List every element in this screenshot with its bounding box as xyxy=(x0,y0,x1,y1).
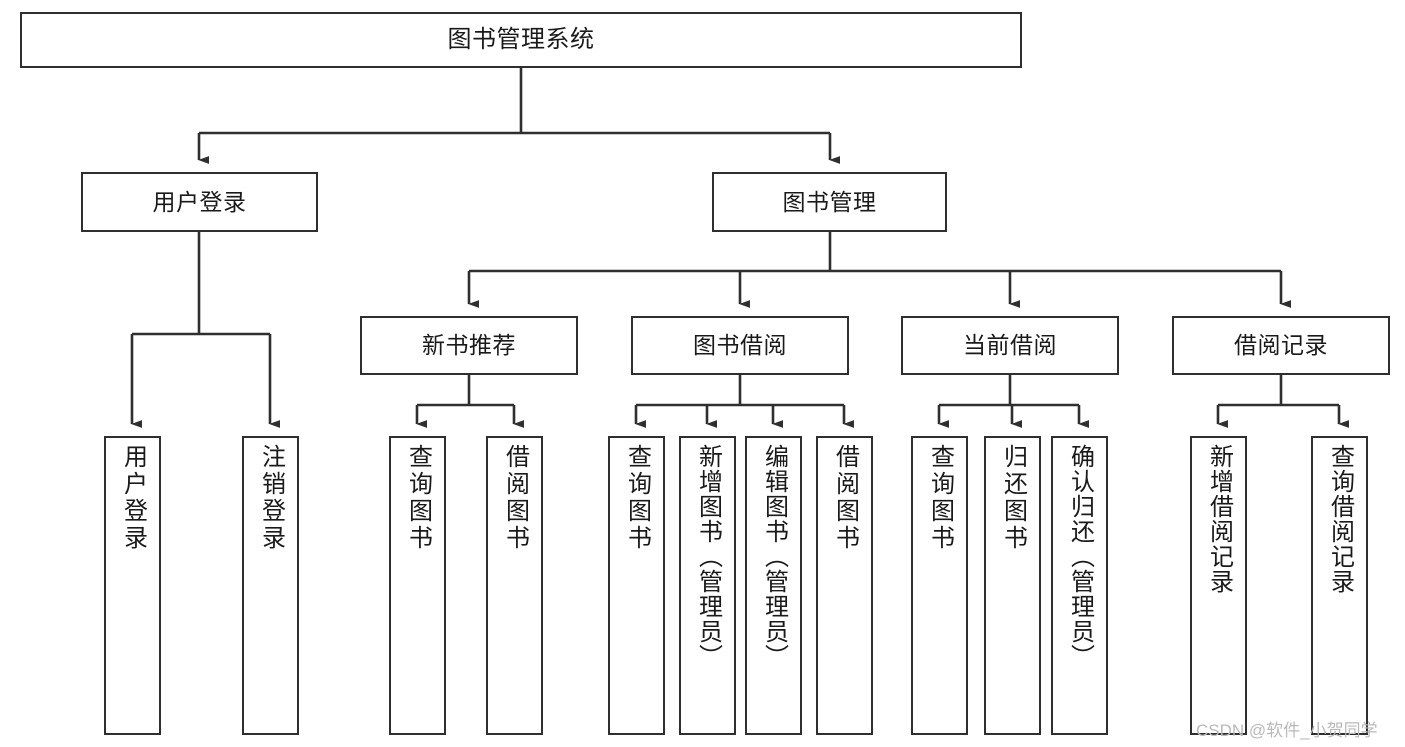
node-leaf-return-book[interactable]: 归还图书 xyxy=(984,436,1041,735)
node-leaf-borrow-book-2[interactable]: 借阅图书 xyxy=(816,436,873,735)
node-label: 归还图书 xyxy=(999,444,1027,552)
node-new-book-recommend[interactable]: 新书推荐 xyxy=(360,316,578,375)
node-current-borrow[interactable]: 当前借阅 xyxy=(901,316,1119,375)
node-leaf-query-borrow-record[interactable]: 查询借阅记录 xyxy=(1311,436,1368,735)
node-label: 确认归还（管理员） xyxy=(1066,444,1094,669)
node-label: 图书管理系统 xyxy=(447,26,595,54)
node-leaf-add-borrow-record[interactable]: 新增借阅记录 xyxy=(1190,436,1247,735)
node-label: 新书推荐 xyxy=(422,332,516,359)
node-borrow-record[interactable]: 借阅记录 xyxy=(1172,316,1390,375)
node-leaf-user-login[interactable]: 用户登录 xyxy=(104,436,161,735)
node-label: 当前借阅 xyxy=(963,332,1057,359)
node-leaf-add-book[interactable]: 新增图书（管理员） xyxy=(679,436,736,735)
node-label: 借阅图书 xyxy=(501,444,529,552)
node-label: 新增图书（管理员） xyxy=(694,444,722,669)
node-label: 注销登录 xyxy=(257,444,285,552)
node-leaf-borrow-book-1[interactable]: 借阅图书 xyxy=(486,436,543,735)
node-label: 图书管理 xyxy=(782,188,877,215)
node-leaf-query-book-3[interactable]: 查询图书 xyxy=(911,436,968,735)
node-label: 查询图书 xyxy=(623,444,651,552)
node-label: 查询借阅记录 xyxy=(1326,444,1354,594)
node-leaf-edit-book[interactable]: 编辑图书（管理员） xyxy=(745,436,802,735)
node-label: 借阅图书 xyxy=(831,444,859,552)
csdn-watermark: CSDN @软件_小贺同学 xyxy=(1196,721,1378,740)
node-leaf-confirm-return[interactable]: 确认归还（管理员） xyxy=(1051,436,1108,735)
node-label: 用户登录 xyxy=(119,444,147,552)
node-label: 新增借阅记录 xyxy=(1205,444,1233,594)
node-label: 查询图书 xyxy=(404,444,432,552)
node-leaf-user-logout[interactable]: 注销登录 xyxy=(242,436,299,735)
node-label: 借阅记录 xyxy=(1234,332,1328,359)
node-label: 图书借阅 xyxy=(693,332,787,359)
node-label: 编辑图书（管理员） xyxy=(760,444,788,669)
node-book-manage[interactable]: 图书管理 xyxy=(712,172,947,232)
node-label: 用户登录 xyxy=(152,188,247,215)
node-leaf-query-book-2[interactable]: 查询图书 xyxy=(608,436,665,735)
node-user-login[interactable]: 用户登录 xyxy=(81,172,318,232)
node-book-borrow[interactable]: 图书借阅 xyxy=(631,316,849,375)
node-label: 查询图书 xyxy=(926,444,954,552)
node-leaf-query-book-1[interactable]: 查询图书 xyxy=(389,436,446,735)
node-root-system[interactable]: 图书管理系统 xyxy=(20,12,1022,68)
